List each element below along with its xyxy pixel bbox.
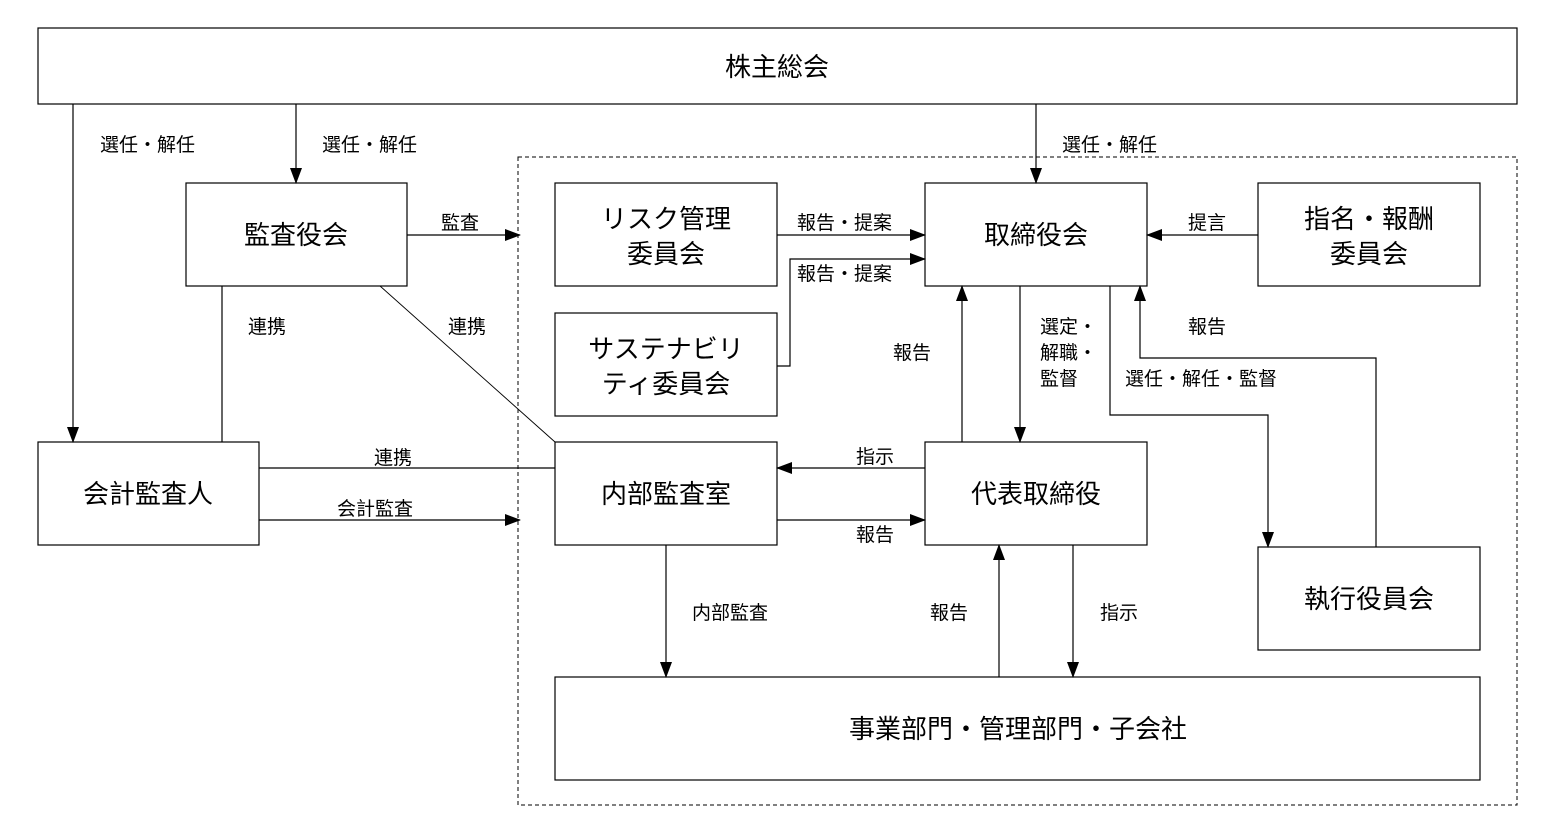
nomination-committee-label-line1: 指名・報酬 <box>1304 205 1434 235</box>
internal-audit-office-label: 内部監査室 <box>601 480 731 510</box>
risk-committee-label-line2: 委員会 <box>627 240 705 270</box>
arrow-exec-to-board <box>1134 285 1377 547</box>
label-elect-dismiss-auditor: 選任・解任 <box>100 134 195 156</box>
accounting-auditor-label: 会計監査人 <box>83 480 213 510</box>
board-of-directors-label: 取締役会 <box>984 221 1088 251</box>
business-units-box: 事業部門・管理部門・子会社 <box>554 676 1481 781</box>
internal-audit-office-box: 内部監査室 <box>554 441 778 546</box>
audit-board-box: 監査役会 <box>185 182 408 287</box>
risk-committee-label-line1: リスク管理 <box>601 205 731 235</box>
label-cooperation-audit-board-internal: 連携 <box>448 316 486 338</box>
label-internal-audit-flow: 内部監査 <box>692 602 768 624</box>
label-cooperation-auditor-internal: 連携 <box>374 447 412 469</box>
shareholders-meeting-box: 株主総会 <box>37 27 1518 105</box>
label-report-rep-to-board: 報告 <box>893 342 931 364</box>
executive-officers-label: 執行役員会 <box>1304 585 1434 615</box>
label-audit: 監査 <box>441 212 479 234</box>
label-elect-dismiss-supervise-exec: 選任・解任・監督 <box>1125 368 1277 390</box>
label-report-business-to-rep: 報告 <box>930 602 968 624</box>
label-proposal: 提言 <box>1188 212 1226 234</box>
risk-committee-box: リスク管理 委員会 <box>554 182 778 287</box>
audit-board-label: 監査役会 <box>244 221 348 251</box>
arrow-sustainability-to-board <box>777 253 926 367</box>
label-elect-dismiss-board: 選任・解任 <box>1062 134 1157 156</box>
label-report-proposal-risk: 報告・提案 <box>797 212 892 234</box>
shareholders-meeting-label: 株主総会 <box>725 53 829 83</box>
label-elect-dismiss-audit-board: 選任・解任 <box>322 134 417 156</box>
executive-officers-box: 執行役員会 <box>1257 546 1481 651</box>
business-units-label: 事業部門・管理部門・子会社 <box>849 715 1187 745</box>
label-cooperation-audit-board-auditor: 連携 <box>248 316 286 338</box>
nomination-committee-box: 指名・報酬 委員会 <box>1257 182 1481 287</box>
sustainability-committee-box: サステナビリ ティ委員会 <box>554 312 778 417</box>
sustainability-committee-label-line1: サステナビリ <box>588 335 743 365</box>
board-of-directors-box: 取締役会 <box>924 182 1148 287</box>
label-accounting-audit: 会計監査 <box>337 498 413 520</box>
label-report-exec-to-board: 報告 <box>1188 316 1226 338</box>
label-select-line3: 監督 <box>1040 368 1078 390</box>
accounting-auditor-box: 会計監査人 <box>37 441 260 546</box>
label-select-line2: 解職・ <box>1040 342 1097 364</box>
line-audit-board-internal-audit <box>379 285 556 443</box>
label-select-line1: 選定・ <box>1040 316 1097 338</box>
label-report-internal-to-rep: 報告 <box>856 524 894 546</box>
label-instruction-rep-to-business: 指示 <box>1100 602 1138 624</box>
label-instruction-rep-to-internal: 指示 <box>856 446 894 468</box>
representative-director-box: 代表取締役 <box>924 441 1148 546</box>
nomination-committee-label-line2: 委員会 <box>1330 240 1408 270</box>
arrow-board-to-exec <box>1109 286 1274 548</box>
representative-director-label: 代表取締役 <box>971 480 1101 510</box>
company-boundary-frame <box>517 156 1518 806</box>
sustainability-committee-label-line2: ティ委員会 <box>602 370 730 400</box>
label-report-proposal-sustainability: 報告・提案 <box>797 263 892 285</box>
